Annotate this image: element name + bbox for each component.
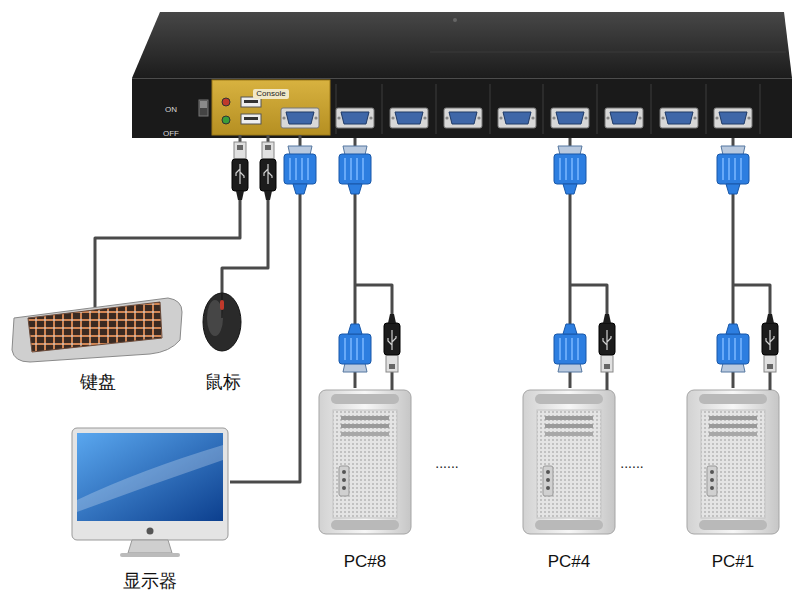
vga-plug — [554, 146, 586, 194]
monitor: 显示器 — [70, 425, 230, 597]
pc-label: PC#8 — [344, 551, 387, 572]
switch-label: OFF — [163, 129, 179, 139]
mouse-sheen — [207, 300, 223, 336]
usb-plug — [762, 314, 778, 372]
vga-port — [551, 108, 589, 128]
vga-plug — [284, 146, 316, 194]
power-switch — [199, 100, 208, 116]
usb-plug — [260, 142, 276, 200]
usb-port-slot — [244, 117, 258, 120]
monitor-frame — [72, 428, 228, 540]
keyboard-keys — [28, 302, 162, 352]
kvm-screw — [453, 18, 457, 22]
audio-jack — [222, 116, 230, 124]
text-slot: 显示器 — [70, 570, 230, 593]
usb-plug — [384, 314, 400, 372]
kvm-ridge — [430, 52, 786, 53]
keyboard: 键盘 — [10, 292, 186, 396]
vga-port — [390, 108, 428, 128]
vga-port — [444, 108, 482, 128]
pc: PC#1 — [686, 388, 780, 576]
ellipsis-label: ...... — [435, 454, 458, 472]
monitor-stand — [128, 540, 172, 553]
panel-label: Console — [253, 89, 288, 99]
pc-tower — [687, 390, 779, 534]
kvm-front — [132, 78, 792, 138]
vga-port — [660, 108, 698, 128]
text-slot: OFF — [163, 122, 179, 140]
usb-plug — [599, 314, 615, 372]
text-slot: PC#4 — [522, 551, 616, 572]
power-switch-knob — [200, 101, 207, 108]
vga-port — [498, 108, 536, 128]
monitor-base — [120, 553, 180, 557]
ellipsis-label: ...... — [620, 454, 643, 472]
mouse-body — [203, 293, 241, 351]
pc-label: PC#4 — [548, 551, 591, 572]
kvm-switch: ON OFF Console — [132, 12, 792, 138]
vga-port — [605, 108, 643, 128]
mouse-picture — [203, 288, 241, 351]
text-slot: 鼠标 — [196, 371, 250, 394]
cable — [95, 135, 240, 292]
usb-plug — [232, 142, 248, 200]
keyboard-body — [12, 298, 182, 362]
vga-plug — [717, 324, 749, 372]
text-slot: Console — [212, 82, 330, 100]
cable-split — [355, 285, 770, 390]
vga-port — [336, 108, 374, 128]
vga-plug — [554, 324, 586, 372]
monitor-screen — [77, 433, 223, 521]
mouse-wheel — [220, 300, 224, 310]
text-slot: ...... — [592, 454, 672, 472]
device-label: 显示器 — [123, 570, 177, 593]
keyboard-picture — [12, 292, 182, 362]
screen-swoosh — [77, 445, 223, 512]
kvm-edge — [132, 78, 792, 79]
vga-plug — [339, 146, 371, 194]
pc: PC#8 — [318, 388, 412, 576]
console-panel: Console — [212, 80, 330, 135]
pc-tower — [523, 390, 615, 534]
pc-label: PC#1 — [712, 551, 755, 572]
text-slot: ON — [165, 98, 177, 116]
vga-port — [281, 108, 319, 128]
usb-port — [241, 114, 261, 124]
kvm-body — [132, 12, 792, 138]
vga-plug — [717, 146, 749, 194]
pc: PC#4 — [522, 388, 616, 576]
pc-tower — [319, 390, 411, 534]
kvm-top — [132, 12, 792, 78]
device-label: 键盘 — [80, 371, 116, 394]
text-slot: ...... — [407, 454, 487, 472]
vga-port — [714, 108, 752, 128]
text-slot: PC#8 — [318, 551, 412, 572]
console-panel-plate — [212, 80, 330, 135]
port-dividers — [336, 84, 760, 134]
cable — [222, 135, 268, 288]
text-slot: 键盘 — [10, 371, 186, 394]
device-label: 鼠标 — [205, 371, 241, 394]
mouse: 鼠标 — [196, 288, 250, 396]
text-slot: PC#1 — [686, 551, 780, 572]
cable — [230, 135, 300, 482]
usb-port-slot — [244, 100, 258, 103]
cable-stub — [94, 292, 97, 309]
monitor-picture — [72, 428, 228, 557]
vga-plug — [339, 324, 371, 372]
audio-jack — [222, 98, 230, 106]
monitor-logo — [147, 528, 154, 535]
switch-label: ON — [165, 105, 177, 115]
